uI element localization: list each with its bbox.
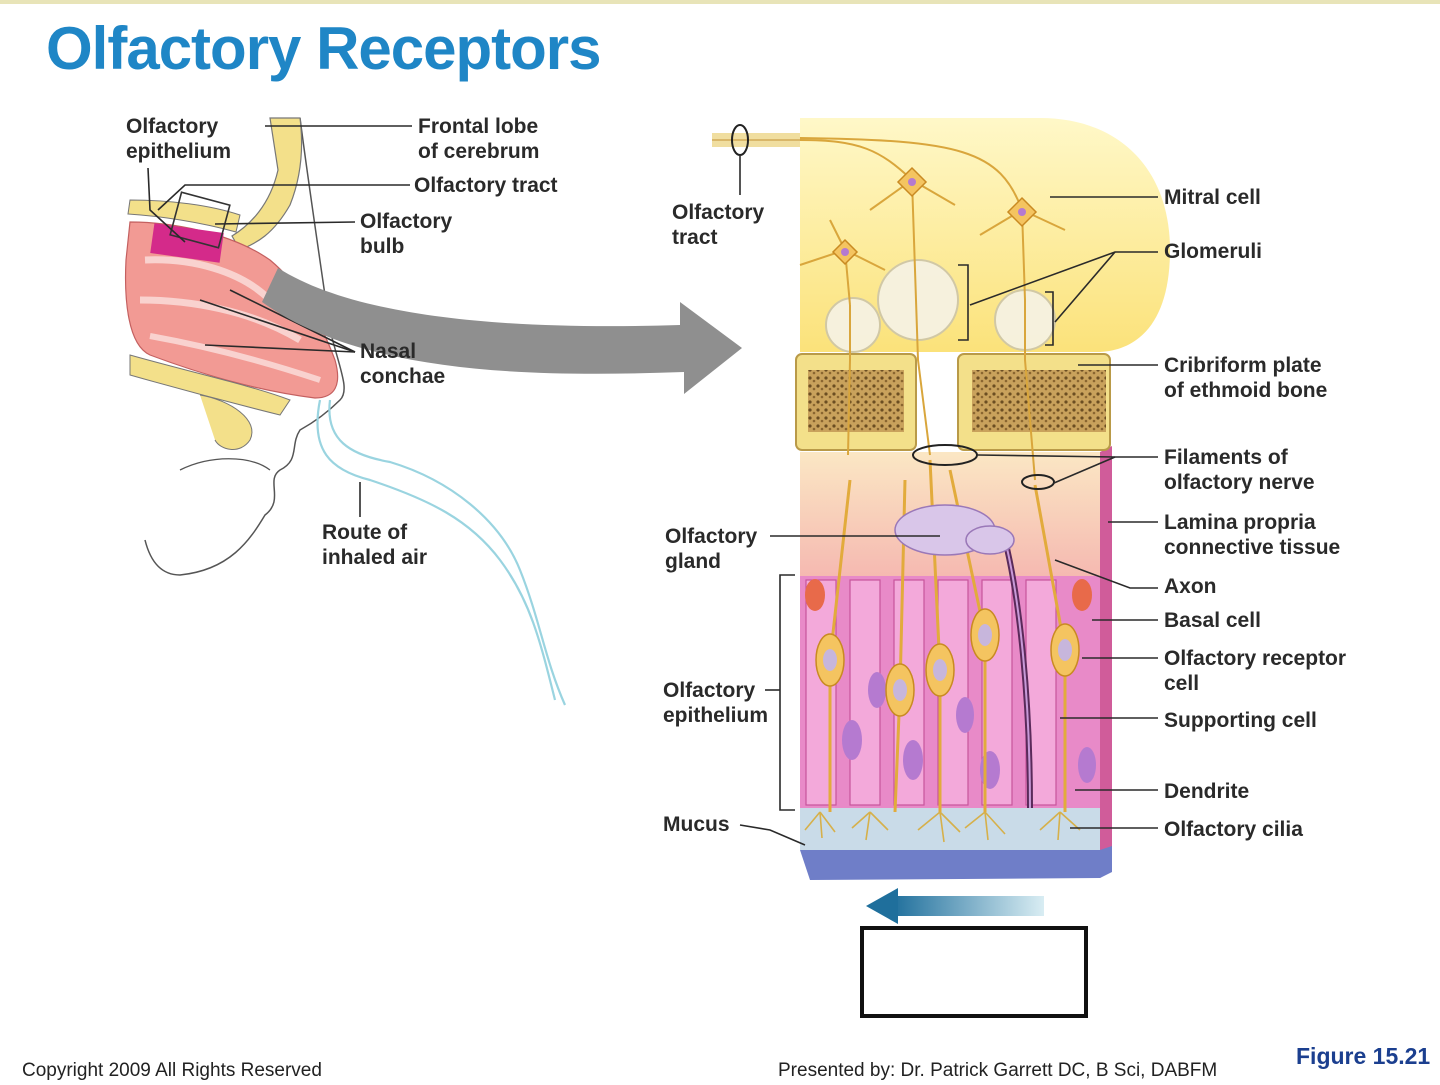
right-leader-lines [739,155,1158,846]
label-olfactory-cilia: Olfactory cilia [1164,818,1303,841]
olfactory-detail-diagram [712,118,1170,880]
label-dendrite: Dendrite [1164,780,1250,803]
nasal-cavity-diagram [124,117,567,706]
figure-number: Figure 15.21 [1296,1043,1431,1069]
left-leader-lines [147,125,412,517]
label-supporting-cell: Supporting cell [1164,709,1317,732]
label-mitral-cell: Mitral cell [1164,186,1261,209]
label-glomeruli: Glomeruli [1164,240,1263,263]
label-axon: Axon [1164,575,1217,598]
label-olfactory-tract-left: Olfactory tract [414,174,558,197]
top-rule [0,0,1440,4]
airflow-arrow [866,888,1044,924]
blank-answer-box [860,926,1088,1018]
label-basal-cell: Basal cell [1164,609,1261,632]
footer-copyright: Copyright 2009 All Rights Reserved [22,1060,322,1081]
footer-presenter: Presented by: Dr. Patrick Garrett DC, B … [778,1060,1218,1081]
page-title: Olfactory Receptors [46,15,602,82]
magnify-arrow [262,268,742,394]
label-mucus: Mucus [663,813,730,836]
